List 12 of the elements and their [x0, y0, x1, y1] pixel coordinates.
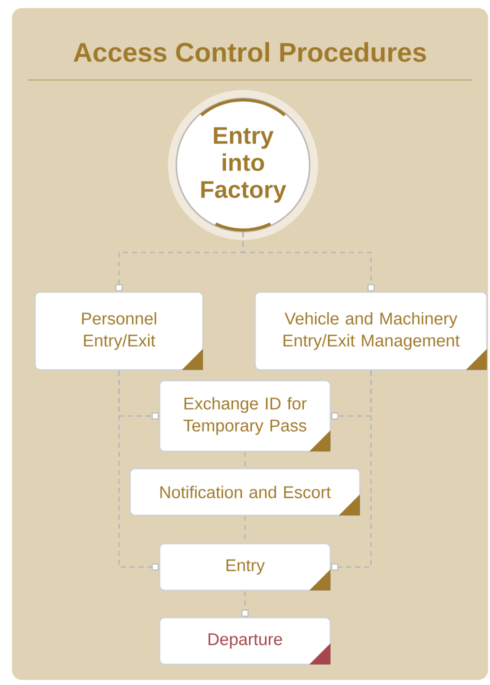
process-box: Vehicle and Machinery Entry/Exit Management: [254, 291, 488, 371]
process-box: Personnel Entry/Exit: [34, 291, 204, 371]
process-box: Exchange ID for Temporary Pass: [158, 380, 332, 452]
connector: [242, 591, 248, 617]
title: Access Control Procedures: [74, 42, 426, 62]
process-box: Departure: [158, 616, 332, 666]
connector: [118, 370, 159, 570]
connector: [331, 370, 372, 570]
connector: [242, 232, 374, 292]
process-box: Entry: [158, 542, 332, 592]
connector: [244, 452, 246, 468]
process-box: Notification and Escort: [129, 468, 361, 516]
